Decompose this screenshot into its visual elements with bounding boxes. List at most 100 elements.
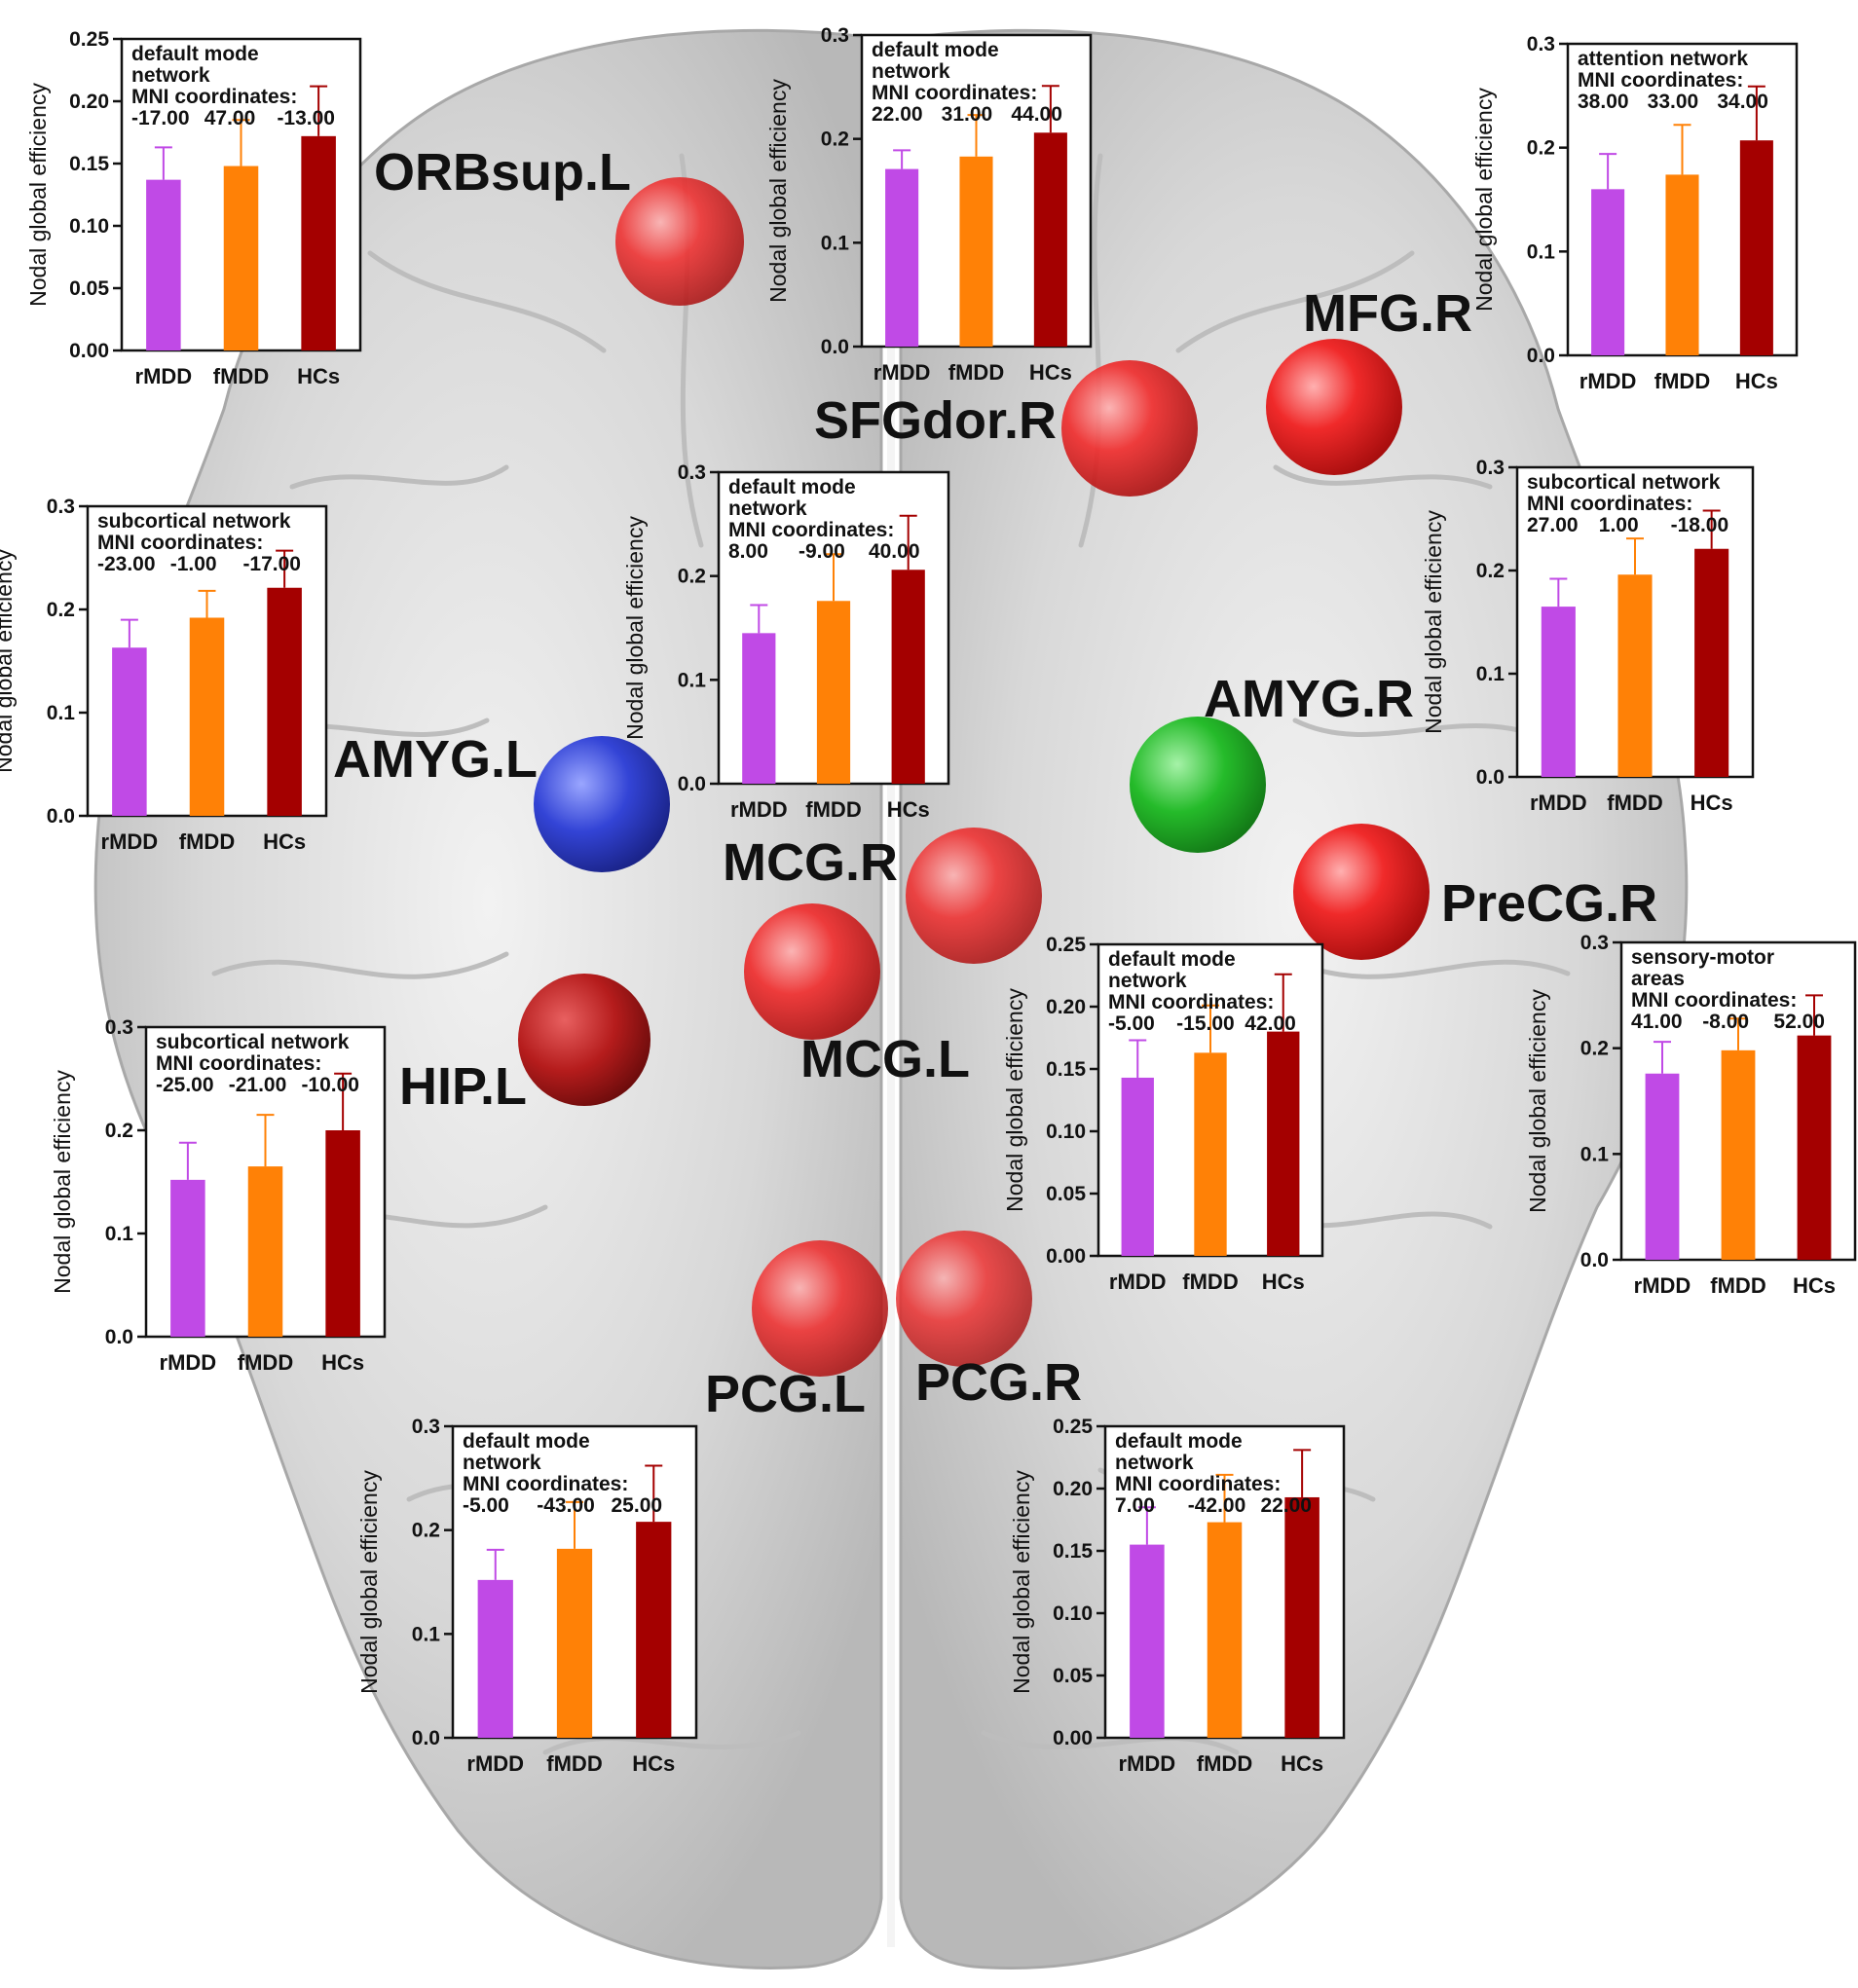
network-info-line: MNI coordinates: bbox=[156, 1052, 321, 1075]
y-tick-label: 0.15 bbox=[1053, 1540, 1093, 1563]
x-tick-label: fMDD bbox=[1710, 1273, 1765, 1298]
y-axis-label: Nodal global efficiency bbox=[765, 79, 791, 303]
network-info-line: default mode bbox=[1108, 948, 1236, 971]
y-tick-label: 0.1 bbox=[412, 1623, 441, 1645]
y-tick-label: 0.10 bbox=[1053, 1602, 1093, 1625]
node-mcg-l bbox=[744, 903, 880, 1040]
mni-coordinate: -18.00 bbox=[1671, 514, 1729, 536]
x-tick-label: rMDD bbox=[135, 364, 193, 388]
mni-coordinate: -10.00 bbox=[301, 1074, 359, 1096]
y-tick-label: 0.15 bbox=[69, 153, 109, 175]
y-tick-label: 0.1 bbox=[1580, 1143, 1610, 1165]
y-tick-label: 0.25 bbox=[1046, 934, 1086, 956]
mni-coordinate: -5.00 bbox=[463, 1494, 509, 1517]
y-tick-label: 0.0 bbox=[821, 336, 849, 358]
node-sfgdor-r bbox=[1061, 360, 1198, 497]
x-tick-label: HCs bbox=[297, 364, 340, 388]
mni-coordinate: 34.00 bbox=[1717, 91, 1768, 113]
bar-hcs bbox=[1739, 140, 1773, 355]
bar-hcs bbox=[1797, 1035, 1832, 1260]
mni-coordinate: 7.00 bbox=[1115, 1494, 1155, 1517]
bar-rmdd bbox=[146, 179, 181, 350]
network-info-line: MNI coordinates: bbox=[728, 519, 894, 541]
label-precg-r: PreCG.R bbox=[1441, 874, 1657, 933]
y-tick-label: 0.20 bbox=[69, 91, 109, 113]
mni-coordinate: 52.00 bbox=[1773, 1011, 1825, 1033]
y-axis-label: Nodal global efficiency bbox=[1002, 988, 1027, 1212]
y-axis-label: Nodal global efficiency bbox=[1525, 989, 1550, 1213]
label-amyg-l: AMYG.L bbox=[333, 730, 538, 789]
mni-coordinate: -1.00 bbox=[170, 553, 217, 575]
x-tick-label: rMDD bbox=[1109, 1270, 1167, 1294]
mni-coordinate: -23.00 bbox=[97, 553, 156, 575]
node-mfg-r bbox=[1266, 339, 1402, 475]
bar-fmdd bbox=[223, 166, 259, 350]
bar-rmdd bbox=[112, 647, 147, 816]
mni-coordinate: 22.00 bbox=[1260, 1494, 1312, 1517]
x-tick-label: HCs bbox=[1735, 369, 1778, 393]
x-tick-label: rMDD bbox=[1119, 1751, 1176, 1776]
x-tick-label: fMDD bbox=[805, 797, 861, 822]
x-tick-label: rMDD bbox=[873, 360, 931, 385]
network-info-line: network bbox=[728, 497, 807, 520]
x-tick-label: rMDD bbox=[1530, 791, 1587, 815]
region-nodes bbox=[518, 177, 1430, 1377]
y-tick-label: 0.00 bbox=[1053, 1727, 1093, 1749]
y-tick-label: 0.2 bbox=[1580, 1038, 1609, 1060]
node-hip-l bbox=[518, 974, 650, 1106]
y-tick-label: 0.0 bbox=[47, 805, 75, 828]
node-mcg-r bbox=[906, 828, 1042, 964]
network-info-line: default mode bbox=[728, 476, 856, 498]
mni-coordinate: -17.00 bbox=[131, 107, 190, 129]
y-tick-label: 0.3 bbox=[1580, 932, 1609, 954]
bar-rmdd bbox=[742, 633, 776, 784]
mni-coordinate: -42.00 bbox=[1188, 1494, 1246, 1517]
y-tick-label: 0.0 bbox=[678, 773, 706, 795]
bar-hcs bbox=[1267, 1031, 1300, 1256]
x-tick-label: rMDD bbox=[101, 829, 159, 854]
x-tick-label: HCs bbox=[1793, 1273, 1836, 1298]
node-amyg-r bbox=[1130, 717, 1266, 853]
x-tick-label: HCs bbox=[632, 1751, 675, 1776]
mni-coordinate: -21.00 bbox=[229, 1074, 287, 1096]
network-info-line: MNI coordinates: bbox=[1115, 1473, 1281, 1495]
x-tick-label: HCs bbox=[321, 1350, 364, 1375]
y-tick-label: 0.1 bbox=[1476, 663, 1505, 685]
y-tick-label: 0.20 bbox=[1053, 1478, 1093, 1500]
network-info-line: network bbox=[463, 1452, 541, 1474]
y-tick-label: 0.0 bbox=[1527, 345, 1555, 367]
network-info-line: default mode bbox=[131, 43, 259, 65]
bar-rmdd bbox=[1541, 607, 1576, 777]
y-tick-label: 0.3 bbox=[47, 496, 75, 518]
mni-coordinate: 22.00 bbox=[872, 103, 923, 126]
x-tick-label: HCs bbox=[263, 829, 306, 854]
bar-fmdd bbox=[959, 156, 993, 347]
network-info-line: network bbox=[872, 60, 950, 83]
node-amyg-l bbox=[534, 736, 670, 872]
mni-coordinate: 33.00 bbox=[1648, 91, 1699, 113]
network-info-line: subcortical network bbox=[156, 1031, 350, 1053]
y-tick-label: 0.0 bbox=[412, 1727, 440, 1749]
y-tick-label: 0.25 bbox=[69, 28, 109, 51]
y-tick-label: 0.1 bbox=[1527, 240, 1556, 263]
network-info-line: MNI coordinates: bbox=[1578, 69, 1743, 92]
network-info-line: MNI coordinates: bbox=[1631, 989, 1797, 1012]
y-tick-label: 0.2 bbox=[821, 129, 849, 151]
mni-coordinate: -13.00 bbox=[277, 107, 335, 129]
bar-hcs bbox=[267, 587, 302, 816]
mni-coordinate: -17.00 bbox=[242, 553, 301, 575]
bar-rmdd bbox=[170, 1179, 205, 1337]
bar-fmdd bbox=[1207, 1522, 1243, 1738]
mni-coordinate: -8.00 bbox=[1702, 1011, 1749, 1033]
bar-fmdd bbox=[1617, 574, 1653, 777]
network-info-line: MNI coordinates: bbox=[1108, 991, 1274, 1013]
mni-coordinate: 40.00 bbox=[869, 540, 920, 563]
y-tick-label: 0.1 bbox=[678, 669, 707, 691]
y-axis-label: Nodal global efficiency bbox=[356, 1470, 382, 1694]
x-tick-label: fMDD bbox=[948, 360, 1004, 385]
